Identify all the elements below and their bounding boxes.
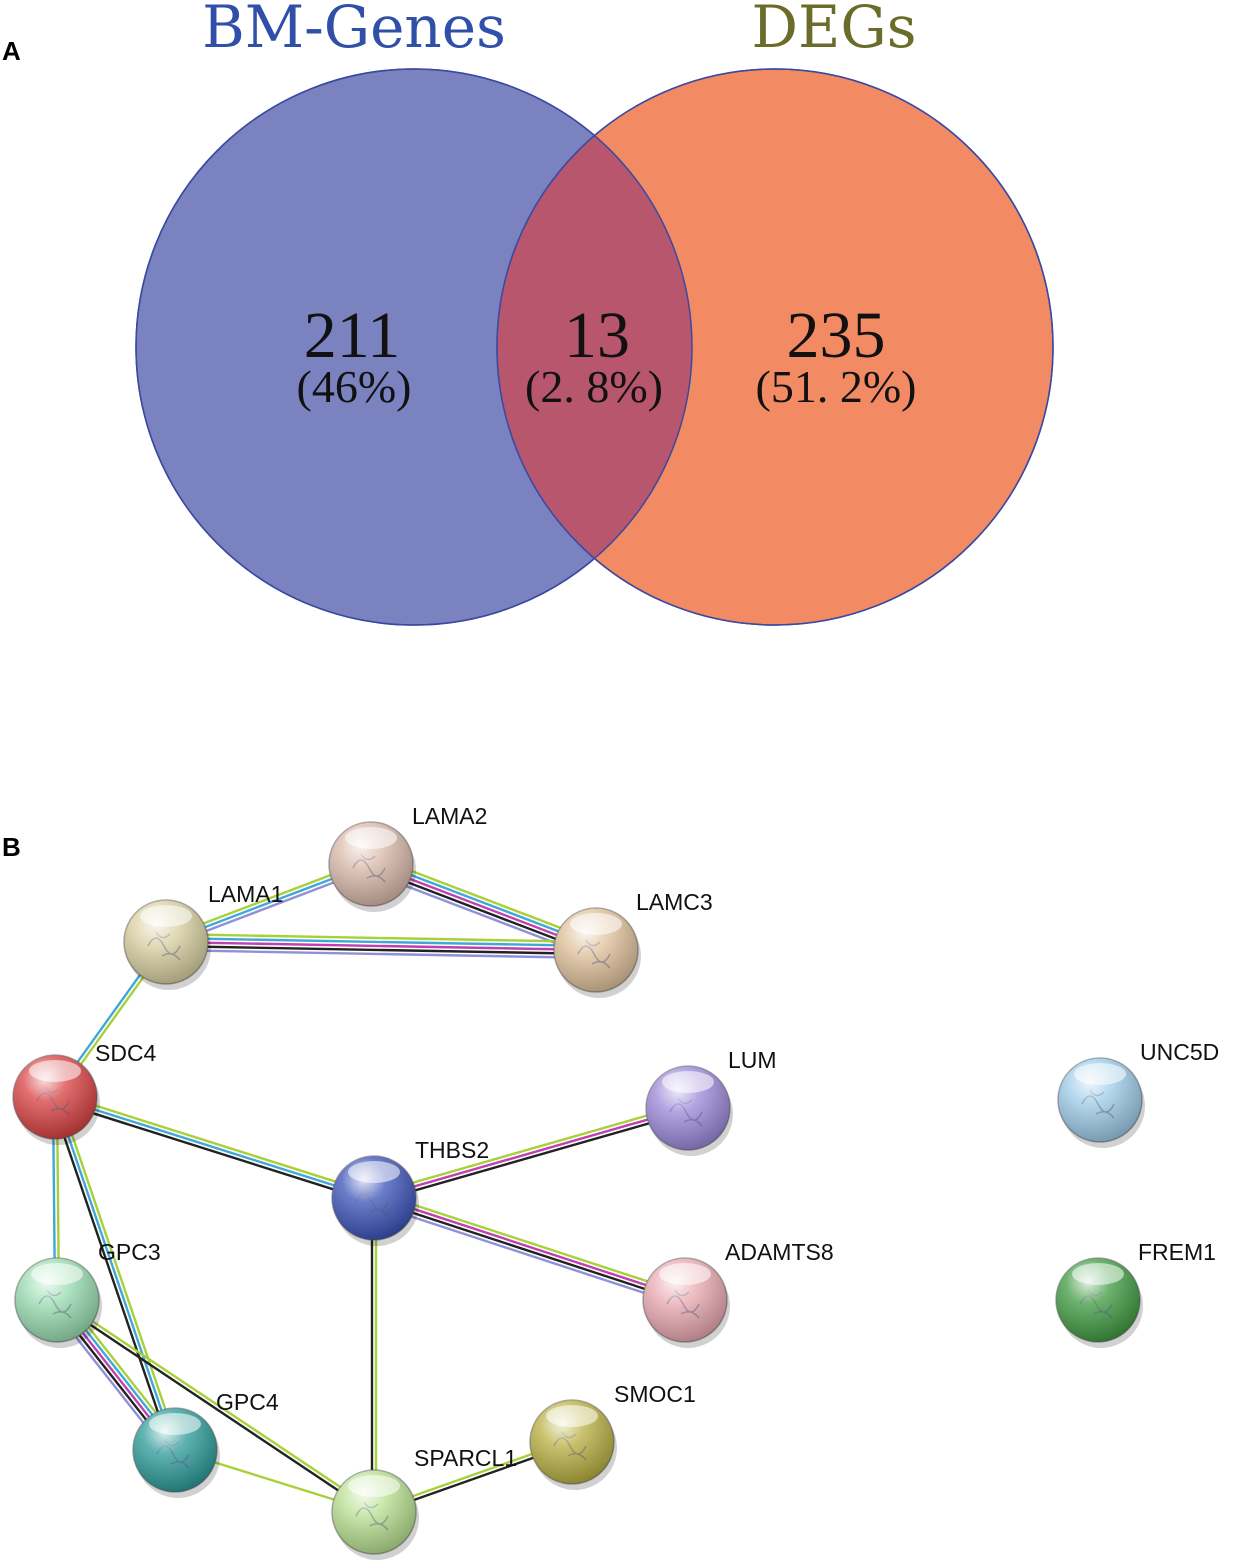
node-lama2[interactable]: LAMA2 — [328, 803, 487, 912]
node-highlight — [31, 1263, 83, 1285]
node-label-gpc4: GPC4 — [216, 1389, 279, 1415]
node-label-unc5d: UNC5D — [1140, 1039, 1219, 1065]
edge-evidence-line — [166, 936, 597, 948]
edge-sdc4-gpc4 — [50, 1095, 180, 1452]
edge-evidence-line — [372, 1103, 688, 1196]
node-gpc3[interactable]: GPC3 — [14, 1239, 161, 1348]
node-label-adamts8: ADAMTS8 — [725, 1239, 834, 1265]
node-highlight — [659, 1263, 711, 1285]
set-title-degs: DEGs — [752, 0, 917, 61]
edge-thbs2-adamts8 — [371, 1191, 688, 1307]
edge-evidence-line — [54, 1095, 375, 1200]
edge-evidence-line — [57, 1095, 180, 1450]
node-sparcl1[interactable]: SPARCL1 — [331, 1445, 517, 1560]
region-left-percent: (46%) — [297, 361, 412, 412]
node-lama1[interactable]: LAMA1 — [123, 881, 283, 990]
edge-lama1-lamc3 — [165, 932, 597, 960]
node-highlight — [149, 1413, 201, 1435]
edge-evidence-line — [374, 1110, 690, 1203]
node-label-gpc3: GPC3 — [98, 1239, 161, 1265]
edge-evidence-line — [53, 1099, 374, 1203]
node-highlight — [1074, 1063, 1126, 1085]
panel-b-letter: B — [2, 832, 21, 862]
edge-thbs2-lum — [372, 1103, 690, 1203]
venn-overlap — [497, 69, 692, 625]
edge-evidence-line — [165, 944, 596, 956]
node-label-frem1: FREM1 — [1138, 1239, 1216, 1265]
region-right-percent: (51. 2%) — [756, 361, 917, 412]
node-label-sdc4: SDC4 — [95, 1040, 157, 1066]
edge-evidence-line — [165, 940, 597, 952]
edge-evidence-line — [57, 1297, 376, 1512]
node-highlight — [570, 913, 622, 935]
node-label-lama1: LAMA1 — [208, 881, 283, 907]
node-label-smoc1: SMOC1 — [614, 1381, 696, 1407]
edge-evidence-line — [373, 1106, 689, 1200]
region-right-count: 235 — [787, 299, 886, 372]
set-title-bm-genes: BM-Genes — [202, 0, 506, 61]
node-highlight — [140, 905, 192, 927]
node-label-lama2: LAMA2 — [412, 803, 487, 829]
venn-diagram: BM-Genes DEGs 211 (46%) 13 (2. 8%) 235 (… — [135, 0, 1054, 626]
node-lamc3[interactable]: LAMC3 — [553, 889, 713, 998]
edge-evidence-line — [374, 1194, 686, 1300]
edge-evidence-line — [53, 1096, 177, 1451]
node-frem1[interactable]: FREM1 — [1055, 1239, 1216, 1348]
node-label-sparcl1: SPARCL1 — [414, 1445, 517, 1471]
panel-a-letter: A — [2, 36, 21, 66]
edge-evidence-line — [371, 1202, 684, 1307]
node-highlight — [546, 1405, 598, 1427]
edge-evidence-line — [165, 948, 596, 960]
edge-evidence-line — [55, 1092, 376, 1196]
node-highlight — [348, 1161, 400, 1183]
node-highlight — [1072, 1263, 1124, 1285]
edge-evidence-line — [373, 1198, 685, 1304]
region-overlap-count: 13 — [564, 299, 630, 372]
edge-evidence-line — [55, 1300, 374, 1515]
edge-gpc3-sparcl1 — [55, 1297, 376, 1515]
region-left-count: 211 — [304, 299, 401, 372]
node-lum[interactable]: LUM — [645, 1047, 777, 1156]
edge-sdc4-thbs2 — [53, 1092, 376, 1203]
node-sdc4[interactable]: SDC4 — [12, 1040, 157, 1145]
node-adamts8[interactable]: ADAMTS8 — [642, 1239, 834, 1348]
node-gpc4[interactable]: GPC4 — [132, 1389, 279, 1498]
edge-evidence-line — [50, 1097, 173, 1452]
venn-outline-right — [496, 68, 1054, 626]
node-smoc1[interactable]: SMOC1 — [529, 1381, 696, 1490]
node-label-lum: LUM — [728, 1047, 777, 1073]
node-highlight — [29, 1060, 81, 1082]
node-highlight — [345, 827, 397, 849]
node-highlight — [662, 1071, 714, 1093]
node-thbs2[interactable]: THBS2 — [331, 1137, 489, 1246]
edge-evidence-line — [375, 1191, 688, 1296]
edge-evidence-line — [166, 932, 597, 944]
venn-outline-left — [135, 68, 693, 626]
node-unc5d[interactable]: UNC5D — [1057, 1039, 1219, 1148]
node-label-lamc3: LAMC3 — [636, 889, 713, 915]
node-label-thbs2: THBS2 — [415, 1137, 489, 1163]
node-highlight — [348, 1475, 400, 1497]
edge-thbs2-sparcl1 — [370, 1198, 378, 1512]
region-overlap-percent: (2. 8%) — [525, 361, 663, 412]
